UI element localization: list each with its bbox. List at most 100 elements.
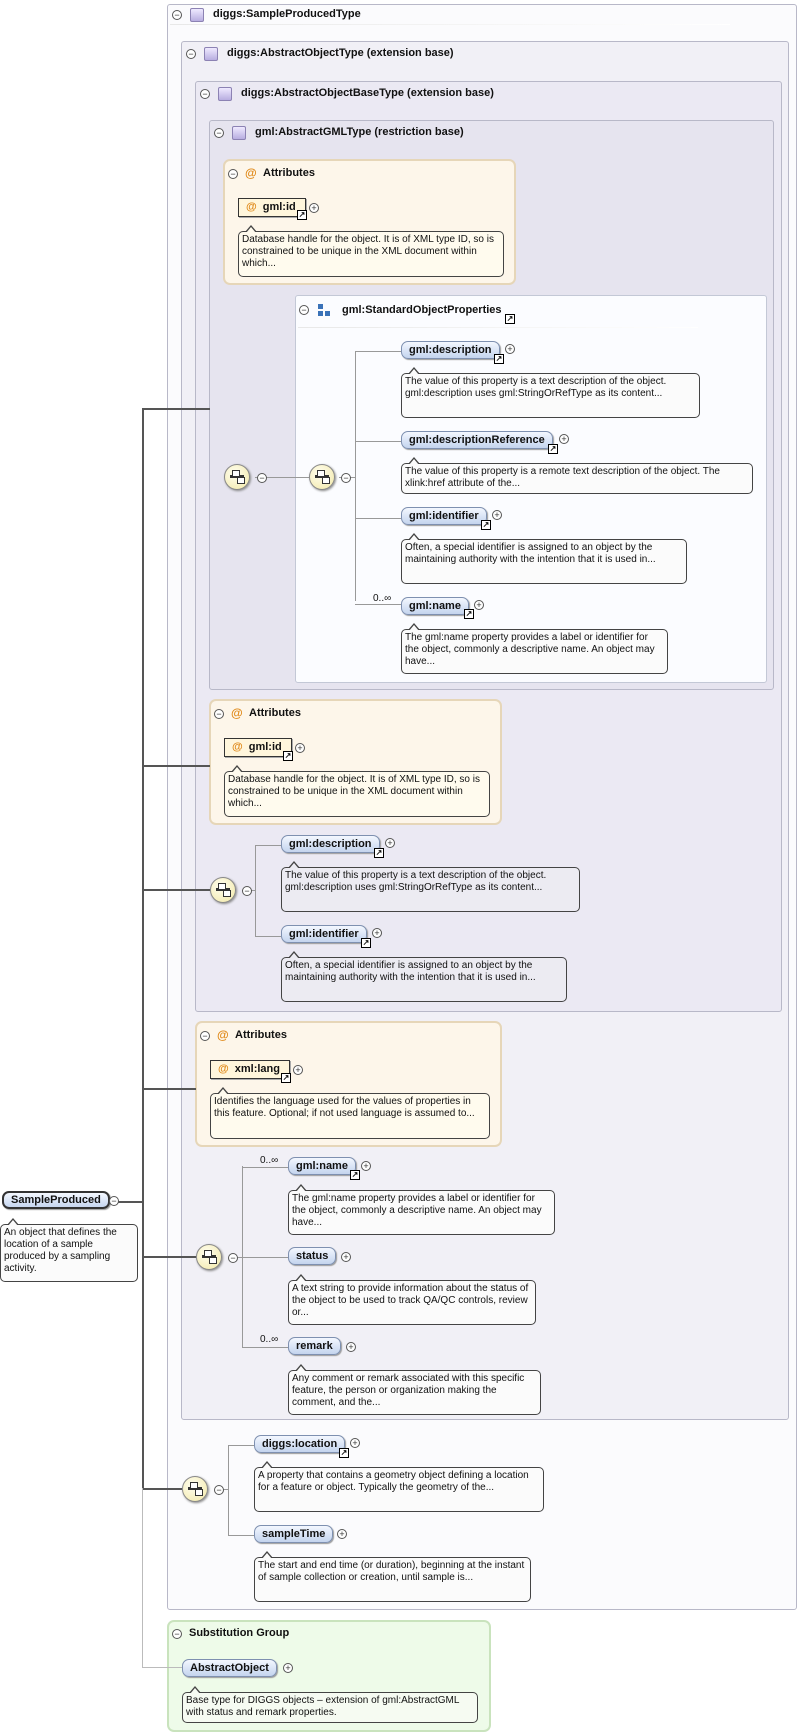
link-icon[interactable]: ↗ xyxy=(283,751,293,761)
connector xyxy=(142,1488,182,1490)
element-doc: Often, a special identifier is assigned … xyxy=(401,533,687,584)
link-icon[interactable]: ↗ xyxy=(505,314,515,324)
element-abstract-object[interactable]: AbstractObject xyxy=(182,1659,277,1677)
attribute-icon: @ xyxy=(217,1028,229,1042)
expand-toggle[interactable]: + xyxy=(492,510,502,520)
substitution-group-title: Substitution Group xyxy=(189,1627,290,1639)
element-sample-time[interactable]: sampleTime xyxy=(254,1525,334,1543)
connector xyxy=(255,477,309,478)
link-icon[interactable]: ↗ xyxy=(548,444,558,454)
element-doc: The gml:name property provides a label o… xyxy=(288,1184,555,1235)
connector xyxy=(142,1088,196,1090)
root-element-doc: An object that defines the location of a… xyxy=(0,1218,138,1282)
element-gml-name[interactable]: gml:name xyxy=(401,597,469,615)
element-gml-identifier[interactable]: gml:identifier xyxy=(401,507,487,525)
collapse-toggle[interactable]: − xyxy=(200,1031,210,1041)
collapse-toggle[interactable]: − xyxy=(228,1253,238,1263)
attribute-icon: @ xyxy=(245,166,257,180)
element-doc: The value of this property is a text des… xyxy=(401,367,700,418)
expand-toggle[interactable]: + xyxy=(559,434,569,444)
connector xyxy=(142,408,210,410)
element-gml-name[interactable]: gml:name xyxy=(288,1157,356,1175)
link-icon[interactable]: ↗ xyxy=(464,609,474,619)
expand-toggle[interactable]: + xyxy=(505,344,515,354)
element-doc: The value of this property is a text des… xyxy=(281,861,580,912)
link-icon[interactable]: ↗ xyxy=(494,354,504,364)
expand-toggle[interactable]: + xyxy=(346,1342,356,1352)
connector xyxy=(242,1257,288,1258)
attributes-block: − @ Attributes @gml:id ↗ + Database hand… xyxy=(209,699,502,825)
attribute-gml-id[interactable]: @gml:id xyxy=(238,198,306,217)
connector xyxy=(142,1256,196,1258)
element-remark[interactable]: remark xyxy=(288,1337,341,1355)
link-icon[interactable]: ↗ xyxy=(297,210,307,220)
collapse-toggle[interactable]: − xyxy=(109,1196,119,1206)
expand-toggle[interactable]: + xyxy=(337,1529,347,1539)
element-gml-identifier[interactable]: gml:identifier xyxy=(281,925,367,943)
connector xyxy=(142,1488,143,1668)
complex-type-icon xyxy=(218,87,232,101)
connector xyxy=(355,604,401,605)
collapse-toggle[interactable]: − xyxy=(341,473,351,483)
link-icon[interactable]: ↗ xyxy=(481,520,491,530)
collapse-toggle[interactable]: − xyxy=(214,128,224,138)
connector xyxy=(242,1347,288,1348)
element-doc: The value of this property is a remote t… xyxy=(401,457,753,494)
element-diggs-location[interactable]: diggs:location xyxy=(254,1435,346,1453)
expand-toggle[interactable]: + xyxy=(293,1065,303,1075)
connector xyxy=(228,1535,254,1536)
element-gml-description[interactable]: gml:description xyxy=(281,835,380,853)
occurrence-label: 0..∞ xyxy=(373,593,392,604)
element-doc: The start and end time (or duration), be… xyxy=(254,1551,531,1602)
attribute-doc: Database handle for the object. It is of… xyxy=(224,765,490,817)
root-element-sample-produced[interactable]: SampleProduced xyxy=(2,1191,110,1209)
link-icon[interactable]: ↗ xyxy=(374,848,384,858)
connector xyxy=(228,1445,254,1446)
expand-toggle[interactable]: + xyxy=(372,928,382,938)
collapse-toggle[interactable]: − xyxy=(214,709,224,719)
sequence-compositor-icon xyxy=(210,877,236,903)
expand-toggle[interactable]: + xyxy=(295,743,305,753)
collapse-toggle[interactable]: − xyxy=(172,10,182,20)
link-icon[interactable]: ↗ xyxy=(281,1073,291,1083)
frame-title: diggs:AbstractObjectBaseType (extension … xyxy=(241,87,494,99)
sequence-compositor-icon xyxy=(309,464,335,490)
expand-toggle[interactable]: + xyxy=(350,1438,360,1448)
attributes-title: Attributes xyxy=(249,707,301,719)
collapse-toggle[interactable]: − xyxy=(214,1485,224,1495)
link-icon[interactable]: ↗ xyxy=(350,1170,360,1180)
collapse-toggle[interactable]: − xyxy=(186,49,196,59)
attributes-block: − @ Attributes @xml:lang ↗ + Identifies … xyxy=(195,1021,502,1147)
collapse-toggle[interactable]: − xyxy=(228,169,238,179)
separator xyxy=(170,24,730,25)
connector xyxy=(142,765,210,767)
attribute-doc: Database handle for the object. It is of… xyxy=(238,225,504,277)
expand-toggle[interactable]: + xyxy=(341,1252,351,1262)
connector xyxy=(228,1445,229,1535)
expand-toggle[interactable]: + xyxy=(309,203,319,213)
complex-type-icon xyxy=(190,8,204,22)
expand-toggle[interactable]: + xyxy=(385,838,395,848)
element-doc: Any comment or remark associated with th… xyxy=(288,1364,541,1415)
attribute-gml-id[interactable]: @gml:id xyxy=(224,738,292,757)
frame-title: diggs:SampleProducedType xyxy=(213,8,361,20)
sequence-compositor-icon xyxy=(196,1244,222,1270)
element-status[interactable]: status xyxy=(288,1247,337,1265)
collapse-toggle[interactable]: − xyxy=(257,473,267,483)
expand-toggle[interactable]: + xyxy=(474,600,484,610)
collapse-toggle[interactable]: − xyxy=(200,89,210,99)
link-icon[interactable]: ↗ xyxy=(361,938,371,948)
element-gml-description-reference[interactable]: gml:descriptionReference xyxy=(401,431,553,449)
link-icon[interactable]: ↗ xyxy=(339,1448,349,1458)
occurrence-label: 0..∞ xyxy=(260,1334,279,1345)
expand-toggle[interactable]: + xyxy=(283,1663,293,1673)
collapse-toggle[interactable]: − xyxy=(242,886,252,896)
element-gml-description[interactable]: gml:description xyxy=(401,341,500,359)
group-title: gml:StandardObjectProperties xyxy=(342,304,502,316)
expand-toggle[interactable]: + xyxy=(361,1161,371,1171)
connector xyxy=(255,845,256,937)
connector xyxy=(355,518,401,519)
collapse-toggle[interactable]: − xyxy=(172,1629,182,1639)
collapse-toggle[interactable]: − xyxy=(299,305,309,315)
attribute-xml-lang[interactable]: @xml:lang xyxy=(210,1060,290,1079)
